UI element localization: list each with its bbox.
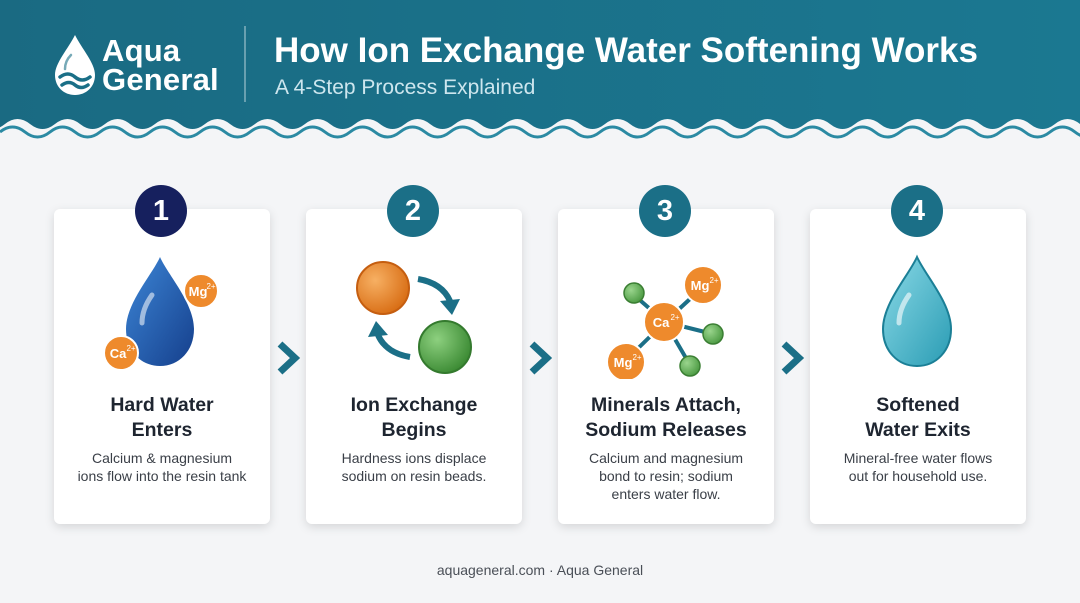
step-2-desc-line-1: Hardness ions displace	[341, 450, 487, 466]
soft-water-drop-icon	[881, 254, 953, 368]
step-1-number-badge: 1	[135, 185, 187, 237]
brand-logo[interactable]: Aqua General	[52, 33, 232, 97]
step-3-desc-line-3: enters water flow.	[611, 486, 721, 502]
step-2-heading-line-1: Ion Exchange	[350, 394, 478, 416]
magnesium-ion-icon: Mg 2+	[183, 273, 219, 309]
step-2-heading-line-2: Begins	[381, 419, 447, 441]
step-3-desc-line-1: Calcium and magnesium	[588, 450, 744, 466]
step-3-desc-line-2: bond to resin; sodium	[599, 468, 733, 484]
step-4-description: Mineral-free water flows out for househo…	[820, 449, 1016, 485]
step-4-heading: Softened Water Exits	[810, 393, 1026, 443]
magnesium-ion-icon: Mg 2+	[683, 265, 723, 305]
chevron-right-icon	[781, 341, 805, 375]
water-drop-logo-icon	[55, 35, 95, 95]
footer-credit[interactable]: aquageneral.com · Aqua General	[436, 562, 644, 578]
step-4-heading-line-2: Water Exits	[865, 419, 971, 441]
brand-line-1: Aqua	[102, 33, 181, 68]
step-3-heading-line-1: Minerals Attach,	[591, 394, 741, 416]
step-4-desc-line-1: Mineral-free water flows	[843, 450, 993, 466]
step-4-number-badge: 4	[891, 185, 943, 237]
hard-water-drop-icon: Mg 2+ Ca 2+	[103, 257, 219, 371]
step-1-description: Calcium & magnesium ions flow into the r…	[64, 449, 260, 485]
step-3-heading: Minerals Attach, Sodium Releases	[558, 393, 774, 443]
ion-charge-mg: 2+	[206, 282, 215, 291]
calcium-ion-icon: Ca 2+	[103, 335, 139, 371]
ion-label-ca: Ca	[110, 346, 127, 361]
step-2-description: Hardness ions displace sodium on resin b…	[316, 449, 512, 485]
step-3-description: Calcium and magnesium bond to resin; sod…	[568, 449, 764, 503]
step-2-illustration	[306, 249, 522, 379]
step-3-number-badge: 3	[639, 185, 691, 237]
ion-charge-mg: 2+	[709, 276, 718, 285]
exchange-arrows-icon	[368, 276, 460, 360]
step-1-heading-line-2: Enters	[131, 419, 193, 441]
page-title: How Ion Exchange Water Softening Works	[274, 31, 978, 70]
step-card-4: Softened Water Exits Mineral-free water …	[810, 209, 1026, 524]
step-1-desc-line-1: Calcium & magnesium	[91, 450, 233, 466]
sodium-bead-icon	[679, 355, 701, 377]
chevron-right-icon	[529, 341, 553, 375]
green-resin-bead-icon	[418, 320, 472, 374]
sodium-bead-icon	[702, 323, 724, 345]
step-3-heading-line-2: Sodium Releases	[585, 419, 747, 441]
header-banner: Aqua General How Ion Exchange Water Soft…	[0, 0, 1080, 150]
ion-charge-ca: 2+	[670, 313, 679, 322]
step-card-3: Mg 2+ Ca 2+ Mg 2+ Minerals Attach, Sodiu…	[558, 209, 774, 524]
step-4-illustration	[810, 249, 1026, 379]
chevron-right-icon	[277, 341, 301, 375]
step-2-number-badge: 2	[387, 185, 439, 237]
step-1-desc-line-2: ions flow into the resin tank	[77, 468, 247, 484]
step-2-heading: Ion Exchange Begins	[306, 393, 522, 443]
step-2-desc-line-2: sodium on resin beads.	[341, 468, 487, 484]
brand-name: Aqua General	[102, 33, 219, 97]
ion-label-mg: Mg	[189, 284, 208, 299]
page-subtitle: A 4-Step Process Explained	[275, 76, 536, 99]
ion-label-ca: Ca	[653, 315, 670, 330]
orange-ion-bead-icon	[356, 261, 410, 315]
ion-charge-ca: 2+	[126, 344, 135, 353]
ion-label-mg: Mg	[691, 278, 710, 293]
step-card-2: Ion Exchange Begins Hardness ions displa…	[306, 209, 522, 524]
calcium-ion-icon: Ca 2+	[643, 301, 685, 343]
wave-banner-background	[0, 0, 1080, 139]
step-1-heading: Hard Water Enters	[54, 393, 270, 443]
step-card-1: Mg 2+ Ca 2+ Hard Water Enters Calcium & …	[54, 209, 270, 524]
ion-label-mg: Mg	[614, 355, 633, 370]
ion-charge-mg: 2+	[632, 353, 641, 362]
step-1-heading-line-1: Hard Water	[110, 394, 214, 416]
step-1-illustration: Mg 2+ Ca 2+	[54, 249, 270, 379]
brand-line-2: General	[102, 62, 219, 97]
ion-exchange-cycle-icon	[356, 261, 472, 374]
magnesium-ion-icon: Mg 2+	[606, 342, 646, 382]
header-divider	[244, 26, 246, 102]
resin-molecule-icon: Mg 2+ Ca 2+ Mg 2+	[606, 265, 724, 382]
step-4-heading-line-1: Softened	[876, 394, 960, 416]
step-3-illustration: Mg 2+ Ca 2+ Mg 2+	[558, 249, 774, 382]
step-4-desc-line-2: out for household use.	[848, 468, 988, 484]
sodium-bead-icon	[623, 282, 645, 304]
